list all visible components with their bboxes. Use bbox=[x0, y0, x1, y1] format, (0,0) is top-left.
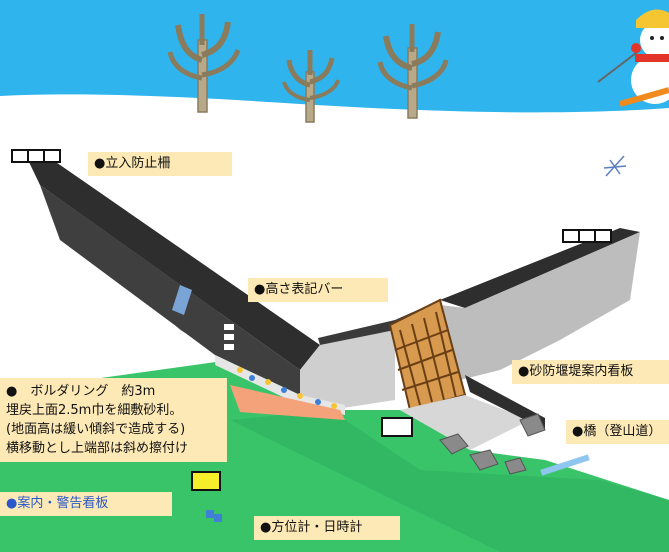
label-compass: ●方位計・日時計 bbox=[254, 516, 400, 540]
bouldering-wall bbox=[215, 355, 345, 415]
fence-right bbox=[562, 229, 612, 243]
left-wing-face bbox=[40, 185, 300, 395]
bouldering-line-1: ● ボルダリング 約3m bbox=[6, 384, 156, 399]
warning-signboard bbox=[191, 471, 221, 491]
info-signboard bbox=[381, 417, 413, 437]
compass-sundial-icon bbox=[206, 510, 222, 522]
bouldering-line-2: 埋戻上面2.5m巾を細敷砂利。 bbox=[6, 403, 183, 418]
boulders bbox=[439, 413, 546, 475]
bridge-walkway bbox=[540, 454, 590, 476]
height-marker-bar bbox=[224, 324, 234, 350]
bouldering-line-4: 横移動とし上端部は斜め擦付け bbox=[6, 441, 189, 456]
label-fence: ●立入防止柵 bbox=[88, 152, 232, 176]
snowman-icon bbox=[597, 9, 669, 107]
tree-icon bbox=[282, 50, 340, 123]
label-info-board: ●砂防堰堤案内看板 bbox=[512, 360, 669, 384]
tree-icon bbox=[167, 14, 241, 113]
left-wing-top bbox=[28, 158, 320, 370]
tree-icon bbox=[377, 24, 449, 119]
label-bridge: ●橋（登山道） bbox=[566, 420, 669, 444]
bouldering-base bbox=[230, 385, 345, 420]
center-face bbox=[300, 330, 395, 410]
sky-background bbox=[0, 0, 669, 113]
right-wing-face bbox=[440, 232, 640, 380]
ground-shadow bbox=[230, 410, 669, 552]
channel-wall bbox=[465, 375, 545, 430]
label-height-bar: ●高さ表記バー bbox=[248, 278, 388, 302]
gravel-bed bbox=[400, 395, 530, 450]
climbing-holds bbox=[237, 367, 337, 409]
wooden-slit-structure bbox=[388, 298, 467, 412]
center-top bbox=[318, 300, 440, 345]
snowflake-icon bbox=[603, 155, 627, 177]
fence-left bbox=[11, 149, 61, 163]
wing-board bbox=[172, 285, 192, 315]
label-bouldering: ● ボルダリング 約3m 埋戻上面2.5m巾を細敷砂利。 (地面高は緩い傾斜で造… bbox=[0, 378, 227, 462]
right-wing-top bbox=[440, 228, 640, 308]
label-warning-board: ●案内・警告看板 bbox=[0, 492, 172, 516]
bouldering-line-3: (地面高は緩い傾斜で造成する) bbox=[6, 422, 186, 437]
